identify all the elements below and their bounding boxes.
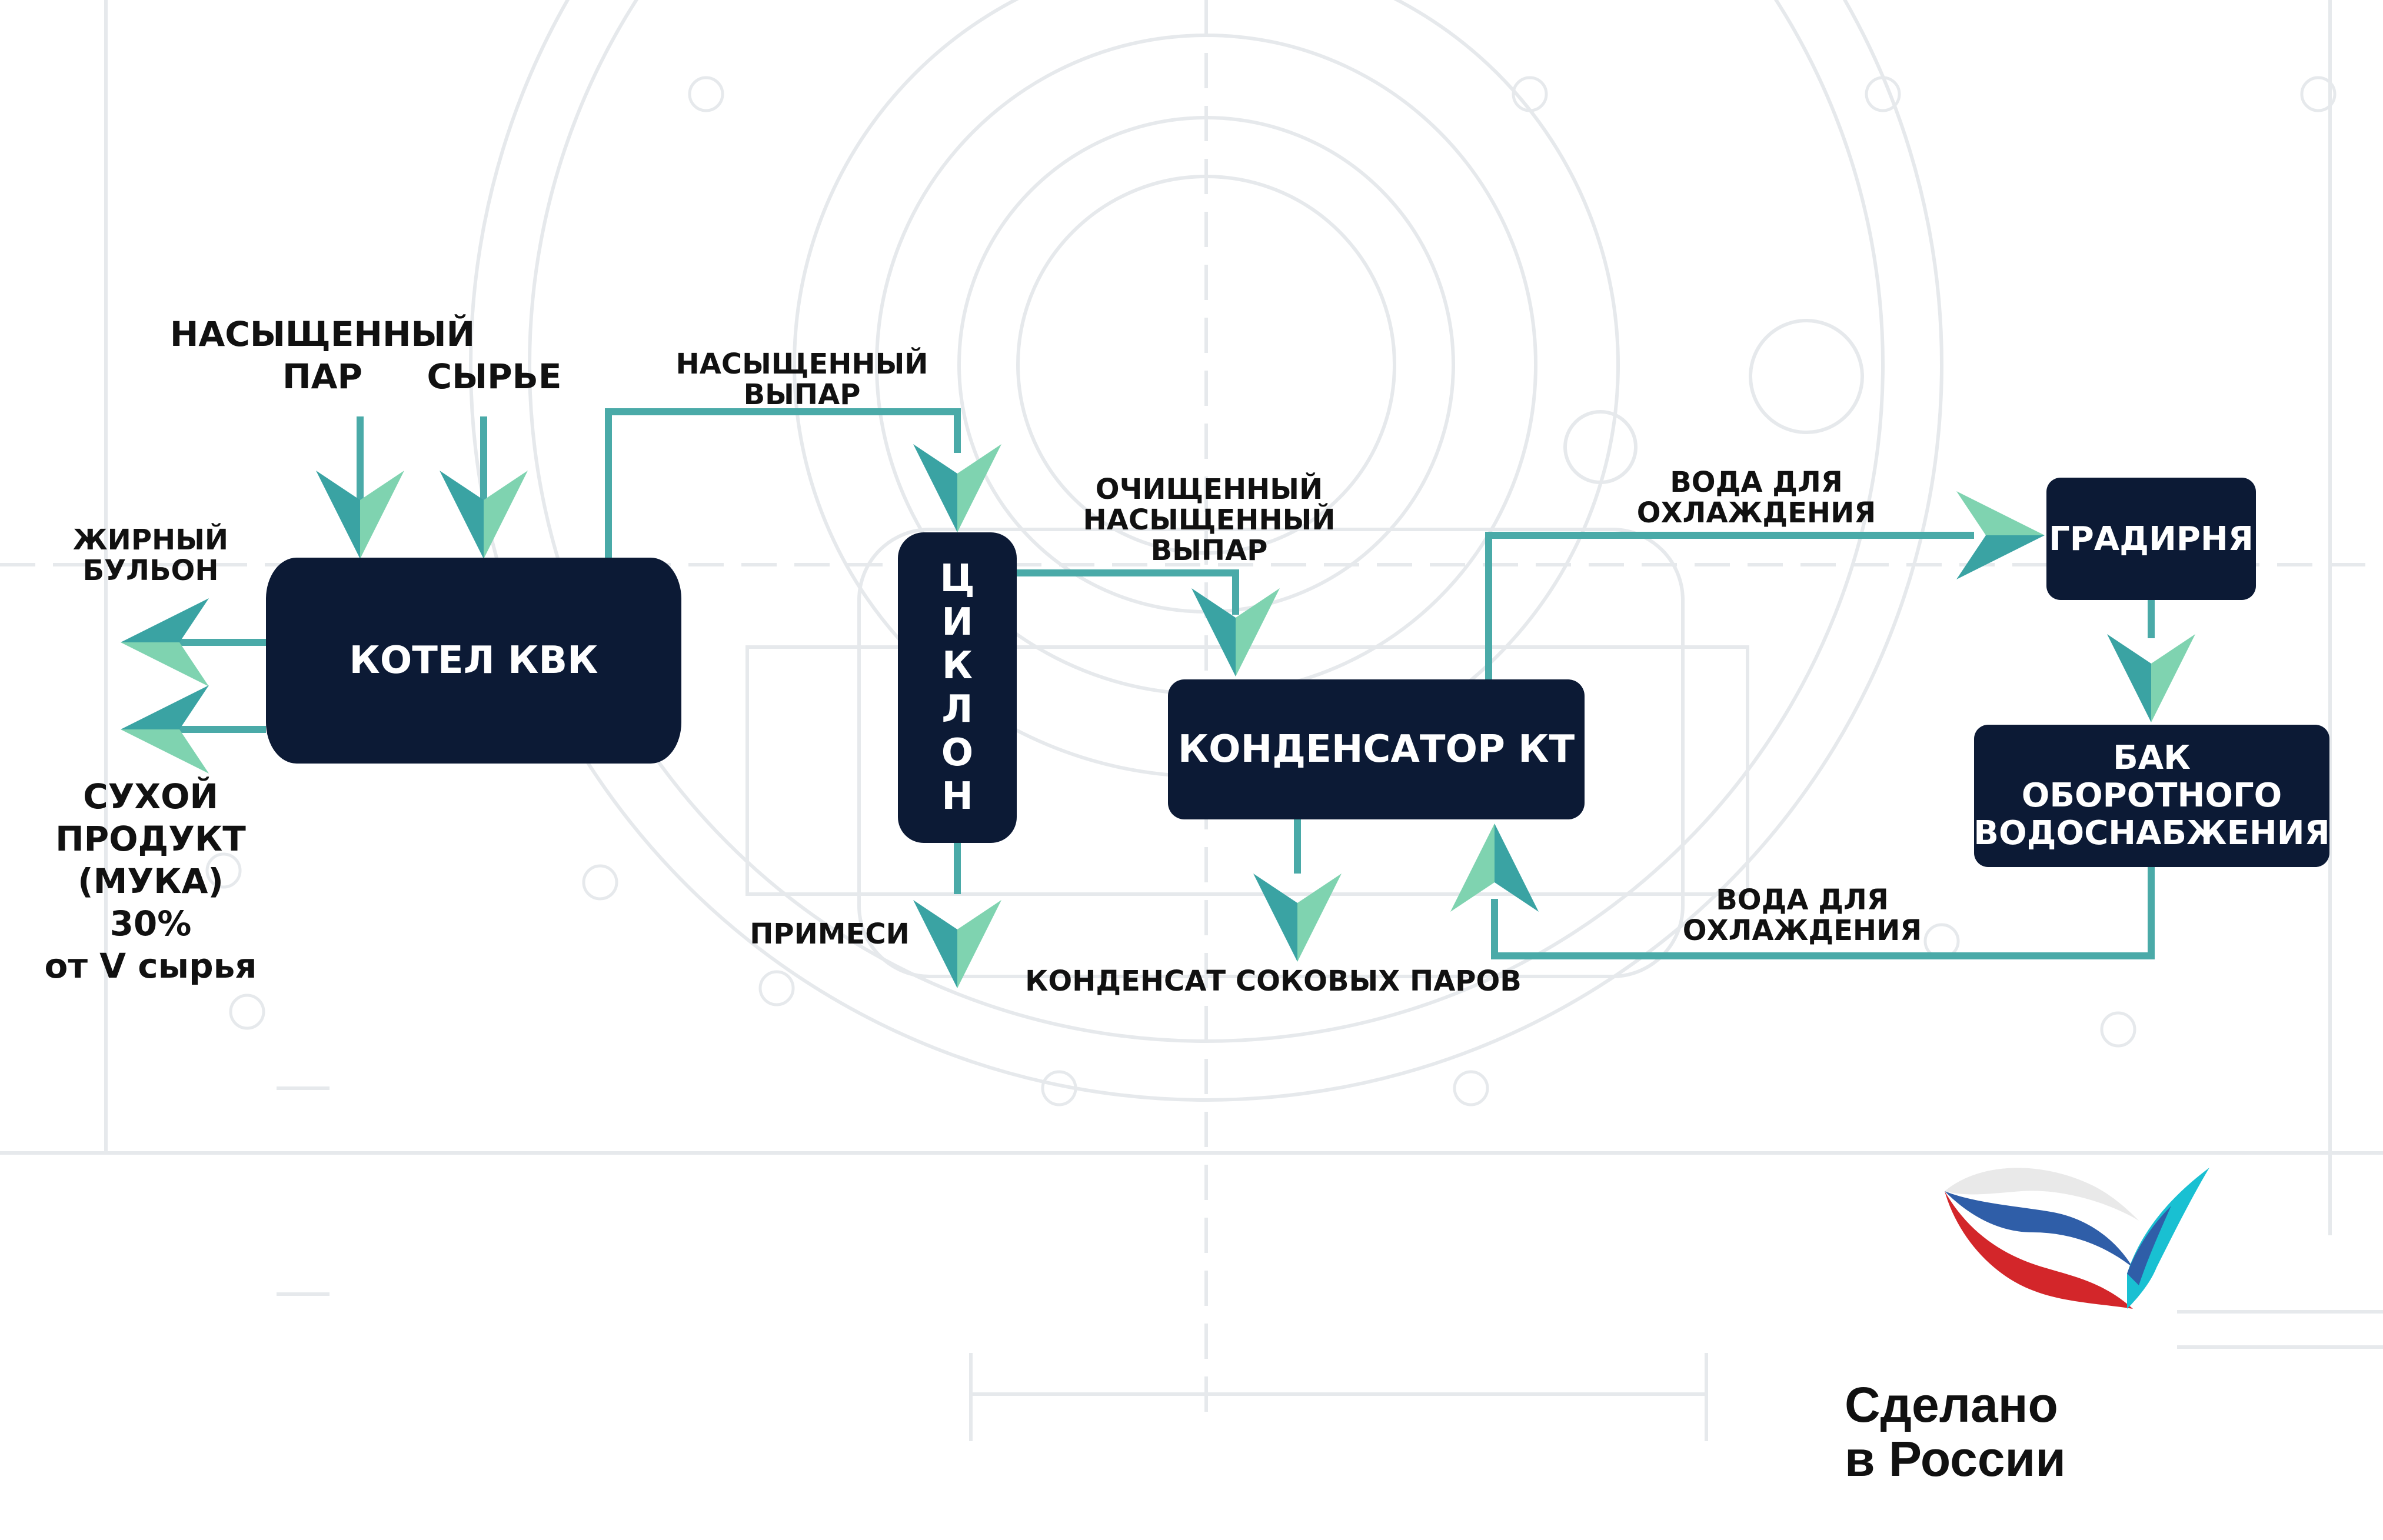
cyclone-letter: К [941,644,973,688]
condenser-kt-label: КОНДЕНСАТОР КТ [1177,728,1575,771]
made-in-russia-logo [1945,1168,2209,1309]
arrow-dry [121,685,209,774]
cyclone-letter: И [941,601,973,644]
arrow-condensate [1253,874,1342,962]
condenser-kt-node: КОНДЕНСАТОР КТ [1168,679,1585,819]
arrow-impurities [913,900,1001,988]
label-water-bottom: ВОДА ДЛЯ ОХЛАЖДЕНИЯ [1682,884,1922,947]
flow-clean-vapor-line [1017,569,1239,615]
cooling-tower-label: ГРАДИРНЯ [2049,519,2254,558]
arrow-fat [121,598,209,686]
flow-vapor-line [605,408,961,558]
label-clean-vapor: ОЧИЩЕННЫЙ НАСЫЩЕННЫЙ ВЫПАР [1083,473,1336,567]
arrow-clean-vapor [1192,588,1280,676]
arrow-water-bottom [1450,824,1539,912]
cyclone-letter: Н [941,775,973,818]
logo-text-label: Сделано в России [1845,1377,2066,1486]
cyclone-letter: Л [941,688,973,731]
flow-water-top-line [1485,532,1974,679]
label-steam-in: НАСЫЩЕННЫЙ ПАР [169,314,475,396]
process-flows [121,408,2195,988]
label-dry-product: СУХОЙ ПРОДУКТ (МУКА) 30% от V сырья [44,776,257,986]
cyclone-letter: Ц [940,557,975,601]
flow-water-bottom-line [1491,867,2155,959]
arrow-raw [440,471,528,559]
cyclone-letter: О [941,731,974,775]
arrow-grad-tank [2107,634,2195,722]
logo-text: Сделано в России [1845,1324,2315,1540]
boiler-kvk-label: КОТЕЛ КВК [349,639,598,682]
label-condensate: КОНДЕНСАТ СОКОВЫХ ПАРОВ [1025,965,1522,998]
cooling-tower-node: ГРАДИРНЯ [2046,478,2256,600]
label-vapor: НАСЫЩЕННЫЙ ВЫПАР [675,348,928,411]
label-raw: СЫРЬЕ [427,356,562,396]
boiler-kvk-node: КОТЕЛ КВК [266,558,681,764]
arrow-vapor [913,444,1001,532]
label-fat-broth: ЖИРНЫЙ БУЛЬОН [72,524,229,587]
water-tank-node: БАК ОБОРОТНОГО ВОДОСНАБЖЕНИЯ [1973,725,2330,867]
label-impurities: ПРИМЕСИ [750,918,910,951]
arrow-water-top [1956,491,2045,579]
arrow-steam-in [316,471,404,559]
label-water-top: ВОДА ДЛЯ ОХЛАЖДЕНИЯ [1636,466,1876,529]
cyclone-node: Ц И К Л О Н [898,532,1017,843]
water-tank-label: БАК ОБОРОТНОГО ВОДОСНАБЖЕНИЯ [1973,739,2330,852]
